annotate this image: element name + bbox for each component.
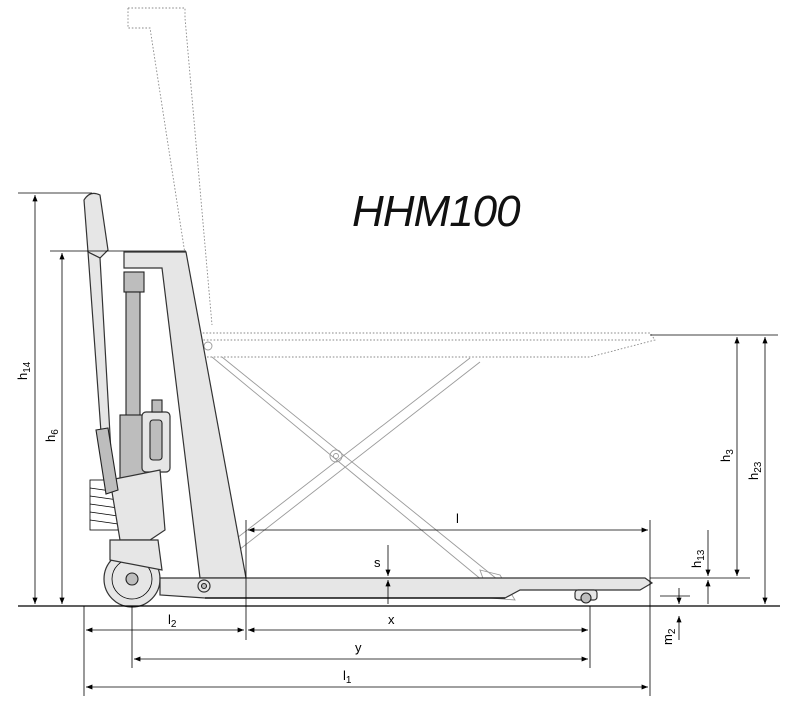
label-l2: l2 <box>168 612 177 630</box>
label-l: l <box>456 511 459 526</box>
raised-position-outline <box>127 7 656 601</box>
label-y: y <box>355 640 362 655</box>
label-l1: l1 <box>343 668 352 686</box>
truck-body <box>89 251 247 579</box>
dimension-arrows <box>32 195 768 690</box>
label-h13: h13 <box>689 549 707 568</box>
label-h3: h3 <box>718 449 736 462</box>
label-s: s <box>374 555 381 570</box>
label-m2: m2 <box>660 628 678 645</box>
steer-wheel <box>103 539 163 608</box>
label-h6: h6 <box>43 429 61 442</box>
label-h14: h14 <box>15 361 33 380</box>
fork-chassis <box>159 577 654 604</box>
extension-lines <box>18 192 778 696</box>
label-x: x <box>388 612 395 627</box>
label-h23: h23 <box>746 461 764 480</box>
tiller-handle <box>83 192 119 495</box>
model-title: HHM100 <box>352 187 521 236</box>
